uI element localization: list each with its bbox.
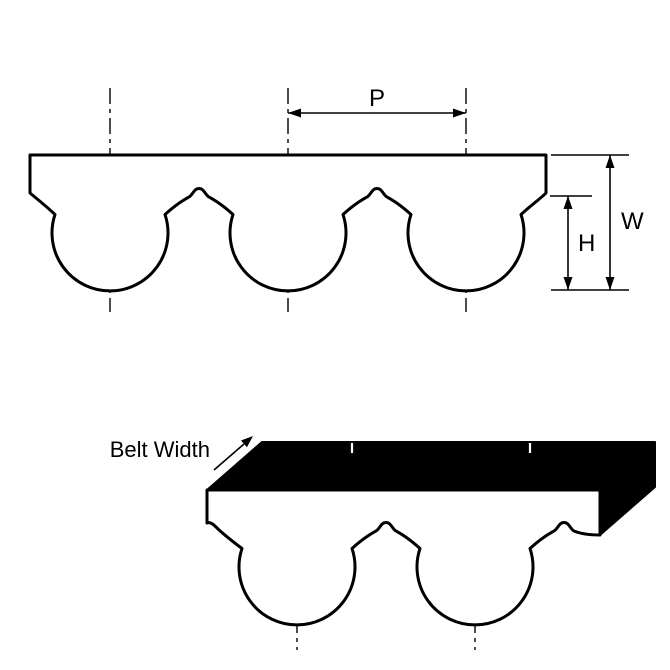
- thickness-label: W: [621, 208, 644, 235]
- belt-top-surface: [206, 441, 656, 536]
- dim-arrow-down: [605, 277, 615, 290]
- dim-arrow-up-right: [241, 436, 253, 448]
- dim-arrow-up: [605, 155, 615, 168]
- tooth-height-dimension: H: [550, 195, 595, 290]
- belt-width-label: Belt Width: [110, 437, 210, 462]
- pitch-dimension: P: [288, 85, 466, 118]
- thickness-dimension: W: [551, 154, 644, 291]
- belt-profile-view: P W H: [28, 85, 644, 312]
- belt-front-face-outline: [205, 488, 602, 627]
- dim-arrow-right: [453, 108, 466, 118]
- belt-width-callout: Belt Width: [110, 436, 253, 471]
- pitch-label: P: [369, 85, 385, 112]
- dim-arrow-left: [288, 108, 301, 118]
- belt-isometric-view: Belt Width: [110, 436, 656, 650]
- tooth-height-label: H: [578, 230, 595, 257]
- dim-arrow-up: [563, 196, 573, 209]
- dim-arrow-down: [563, 277, 573, 290]
- belt-width-leader-line: [213, 443, 245, 471]
- belt-cross-section-outline: [28, 153, 548, 293]
